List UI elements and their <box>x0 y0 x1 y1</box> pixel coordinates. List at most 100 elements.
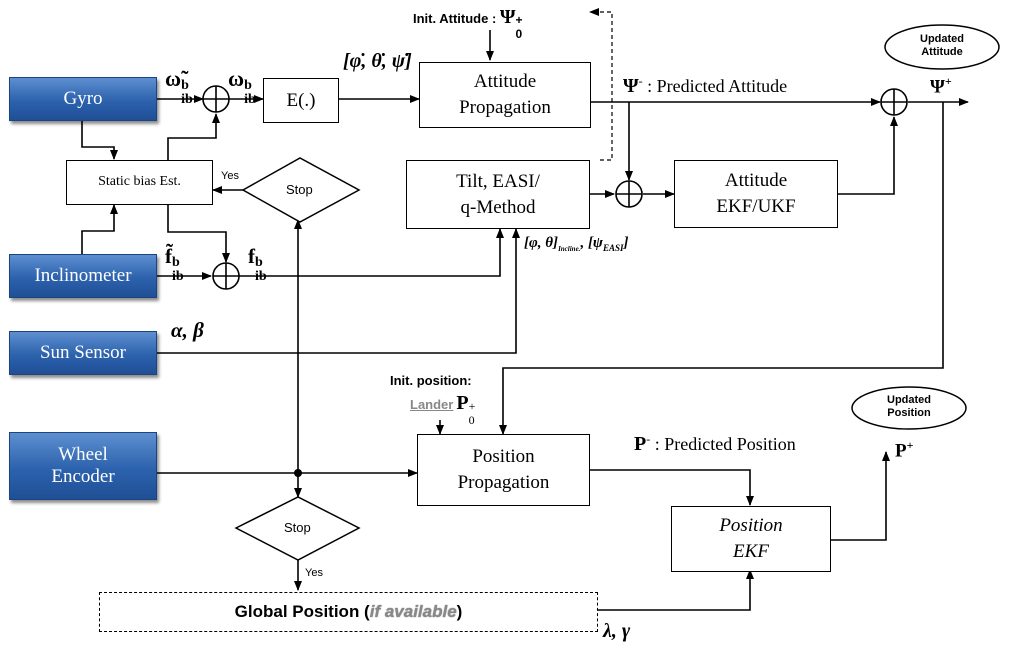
sun-sensor-label: Sun Sensor <box>39 342 127 364</box>
tilt-method-label-1: Tilt, EASI/ <box>456 170 540 192</box>
stop-label-top: Stop <box>286 182 313 197</box>
junction-dot <box>294 469 302 477</box>
wire-ekf-sum3 <box>838 116 898 195</box>
init-attitude-psi: Ψ <box>499 6 516 28</box>
init-attitude-label: Init. Attitude : Ψ+0 <box>413 6 526 41</box>
attitude-propagation-label-1: Attitude <box>473 71 537 93</box>
attitude-ekf-block: Attitude EKF/UKF <box>674 160 838 228</box>
f-sub: ib <box>255 269 267 284</box>
updated-attitude-line2: Attitude <box>921 46 963 59</box>
attitude-propagation-label-2: Propagation <box>459 97 551 118</box>
position-propagation-label-2: Propagation <box>457 472 550 493</box>
updated-psi-symbol: Ψ <box>930 76 945 98</box>
wire-sun-tilt <box>157 228 520 354</box>
lander-p-sup: + <box>468 399 476 413</box>
init-attitude-sub: 0 <box>515 27 523 41</box>
predicted-attitude-text: : Predicted Attitude <box>642 76 788 96</box>
lander-p-symbol: P <box>456 392 469 414</box>
updated-p-sup: + <box>906 438 914 452</box>
updated-psi-sup: + <box>944 74 952 88</box>
global-position-prefix: Global Position ( <box>234 601 370 621</box>
stop-diamond-top <box>241 157 361 223</box>
omega-symbol: ω <box>228 66 245 91</box>
wire-global-ekf <box>598 569 754 611</box>
f-symbol: f <box>248 244 255 268</box>
tilt-output-close: ] <box>623 235 629 251</box>
predicted-p-symbol: P <box>634 433 647 455</box>
inclinometer-sensor: Inclinometer <box>9 254 157 298</box>
static-bias-label: Static bias Est. <box>98 174 181 190</box>
wheel-encoder-sensor: Wheel Encoder <box>9 432 157 500</box>
wire-dashed-feedback <box>589 8 613 161</box>
omega-sup: b <box>244 78 252 93</box>
updated-position-line1: Updated <box>887 394 931 406</box>
wire-bias-sum2 <box>167 205 230 263</box>
updated-psi-label: Ψ+ <box>930 74 952 98</box>
attitude-ekf-label-2: EKF/UKF <box>716 196 796 217</box>
omega-tilde-symbol: ω̃ <box>165 66 182 91</box>
sum-junction-tilt <box>615 180 643 208</box>
tilt-output-easi: , [ψ <box>580 235 603 251</box>
predicted-psi-sup: - <box>638 74 643 88</box>
predicted-position-text: : Predicted Position <box>650 434 796 454</box>
tilt-output-easi-sub: EASI <box>602 243 624 253</box>
position-ekf-label-1: Position <box>719 515 783 537</box>
global-position-block: Global Position (if available) <box>99 592 598 632</box>
sum-junction-incl <box>212 262 240 290</box>
gyro-sensor: Gyro <box>9 77 157 121</box>
updated-attitude-line1: Updated <box>920 33 964 45</box>
sum-junction-gyro <box>202 85 230 113</box>
sun-sensor: Sun Sensor <box>9 331 157 375</box>
stop-diamond-bottom <box>234 496 361 561</box>
wire-bias-sum <box>167 113 220 161</box>
wire-gyro-bias <box>81 121 118 160</box>
updated-attitude-text: Updated Attitude <box>895 33 989 59</box>
predicted-psi: Ψ <box>623 75 639 97</box>
position-ekf-label-2: EKF <box>733 541 769 562</box>
e-function-label: E(.) <box>286 89 316 111</box>
tilt-output-label: [φ, θ]Incline., [ψEASI] <box>524 235 628 253</box>
f-tilde-symbol: f̃ <box>165 244 172 268</box>
omega-tilde-sup: b <box>181 78 189 93</box>
yes-label-top: Yes <box>221 170 239 182</box>
attitude-propagation-block: Attitude Propagation <box>419 62 591 128</box>
f-sup: b <box>255 255 263 270</box>
position-propagation-block: Position Propagation <box>417 434 590 506</box>
static-bias-block: Static bias Est. <box>66 160 213 205</box>
f-tilde-sub: ib <box>172 269 184 284</box>
attitude-ekf-label-1: Attitude <box>724 170 788 192</box>
wire-att-pos <box>499 102 944 435</box>
updated-attitude-ellipse <box>884 24 1000 70</box>
updated-position-line2: Position <box>887 407 931 420</box>
global-position-italic: if available <box>369 601 457 621</box>
updated-position-text: Updated Position <box>862 394 956 420</box>
wire-ekf-out <box>831 451 890 541</box>
wire-sum2-tilt <box>239 228 504 277</box>
alpha-beta-label: α, β <box>171 318 204 342</box>
gyro-label: Gyro <box>63 88 103 110</box>
position-ekf-block: Position EKF <box>671 506 831 572</box>
wheel-encoder-label-1: Wheel <box>58 444 108 466</box>
predicted-attitude-label: Ψ- : Predicted Attitude <box>623 74 787 98</box>
predicted-p-sup: - <box>646 432 651 446</box>
sum-junction-att <box>880 88 908 116</box>
f-tilde-sup: b <box>172 255 180 270</box>
predicted-position-label: P- : Predicted Position <box>634 432 796 456</box>
wheel-encoder-label-2: Encoder <box>51 466 115 487</box>
wire-posprop-ekf <box>590 469 754 506</box>
inclinometer-label: Inclinometer <box>34 265 132 287</box>
omega-tilde-sub: ib <box>181 92 193 107</box>
tilt-output-angles: [φ, θ] <box>524 235 559 251</box>
tilt-method-label-2: q-Method <box>460 196 536 218</box>
updated-p-label: P+ <box>895 438 913 462</box>
updated-p-symbol: P <box>895 440 907 462</box>
position-propagation-label-1: Position <box>472 446 535 468</box>
updated-position-ellipse <box>851 386 967 430</box>
e-function-block: E(.) <box>263 78 339 123</box>
tilt-method-block: Tilt, EASI/ q-Method <box>406 160 590 229</box>
